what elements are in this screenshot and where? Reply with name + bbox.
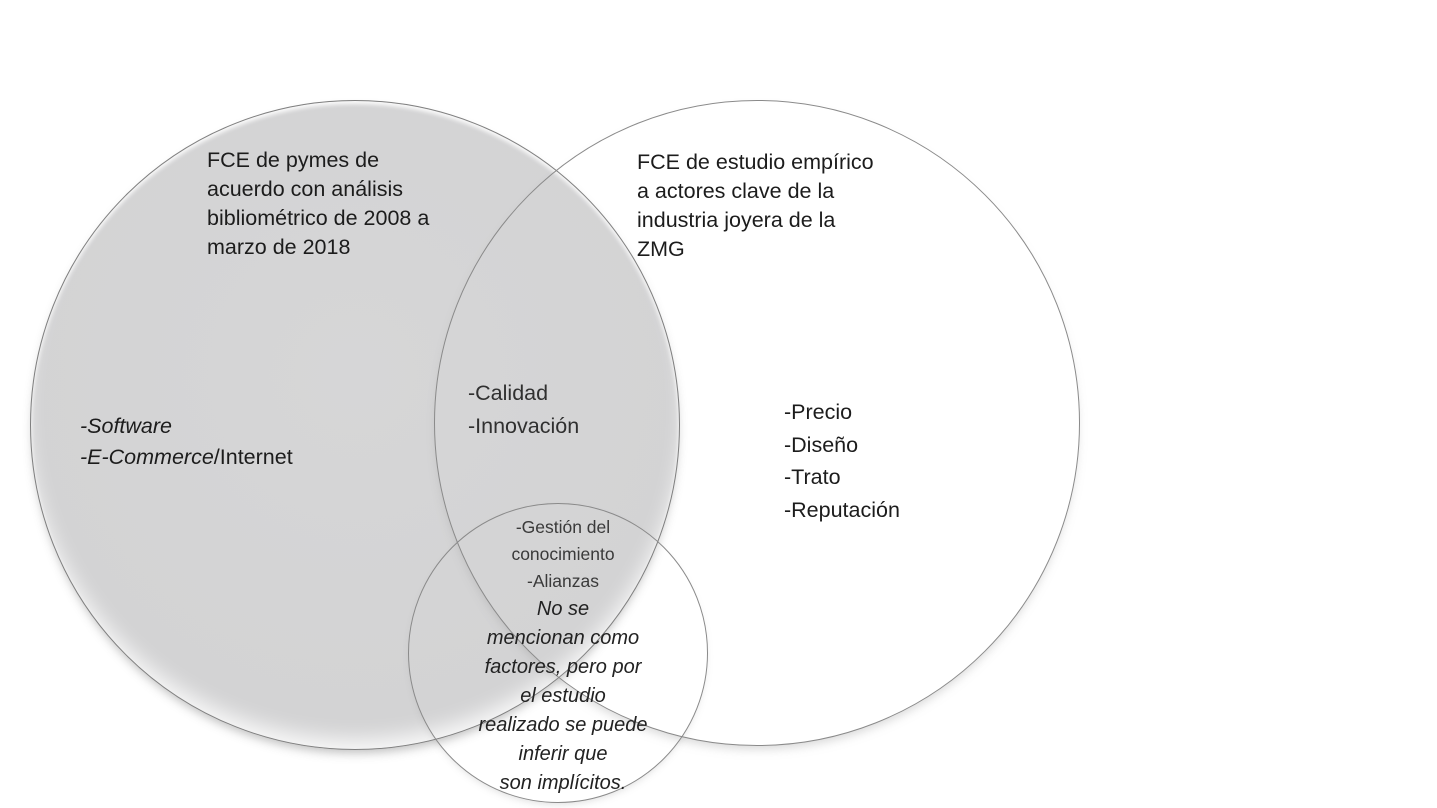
left-title-line: acuerdo con análisis — [207, 177, 404, 201]
left-title-line: bibliométrico de 2008 a — [207, 206, 430, 230]
bottom-plain-line: -Alianzas — [527, 571, 599, 591]
right-item: -Precio — [784, 400, 853, 424]
bottom-italic-line: No se — [536, 598, 590, 620]
left-circle-items: -Software -E-Commerce/Internet — [80, 411, 293, 473]
right-item: -Trato — [784, 465, 841, 489]
bottom-italic-line: mencionan como — [486, 627, 640, 649]
bottom-plain-line: -Gestión del — [515, 517, 611, 537]
right-circle-items: -Precio -Diseño -Trato -Reputación — [784, 396, 900, 526]
left-title-line: marzo de 2018 — [207, 235, 351, 259]
right-title-line: FCE de estudio empírico — [637, 150, 874, 174]
bottom-circle-text: -Gestión del conocimiento -Alianzas No s… — [413, 514, 713, 798]
right-item: -Diseño — [784, 432, 859, 457]
left-item-ecommerce-regular: /Internet — [213, 445, 293, 469]
right-item: -Reputación — [784, 497, 900, 522]
left-circle-title: FCE de pymes de acuerdo con análisis bib… — [207, 146, 429, 262]
right-title-line: ZMG — [637, 237, 685, 261]
bottom-circle-implicit-factors — [408, 503, 708, 803]
intersection-item: -Innovación — [468, 414, 580, 438]
right-title-line: industria joyera de la — [637, 208, 836, 232]
right-circle-empirical-study — [434, 100, 1080, 746]
left-title-line: FCE de pymes de — [207, 148, 380, 172]
bottom-plain-line: conocimiento — [511, 544, 615, 564]
left-item-ecommerce: -E-Commerce/Internet — [80, 442, 293, 473]
bottom-italic-line: son implícitos. — [499, 772, 627, 794]
intersection-items: -Calidad -Innovación — [468, 377, 579, 443]
bottom-italic-line: realizado se puede — [478, 714, 648, 736]
bottom-italic-line: el estudio — [520, 685, 606, 707]
left-item-software: -Software — [80, 414, 173, 438]
right-title-line: a actores clave de la — [637, 179, 835, 203]
intersection-item: -Calidad — [468, 381, 549, 405]
left-item-ecommerce-italic: -E-Commerce — [80, 445, 214, 469]
bottom-italic-line: factores, pero por — [484, 656, 642, 678]
bottom-italic-line: inferir que — [518, 743, 608, 765]
right-circle-title: FCE de estudio empírico a actores clave … — [637, 148, 874, 264]
